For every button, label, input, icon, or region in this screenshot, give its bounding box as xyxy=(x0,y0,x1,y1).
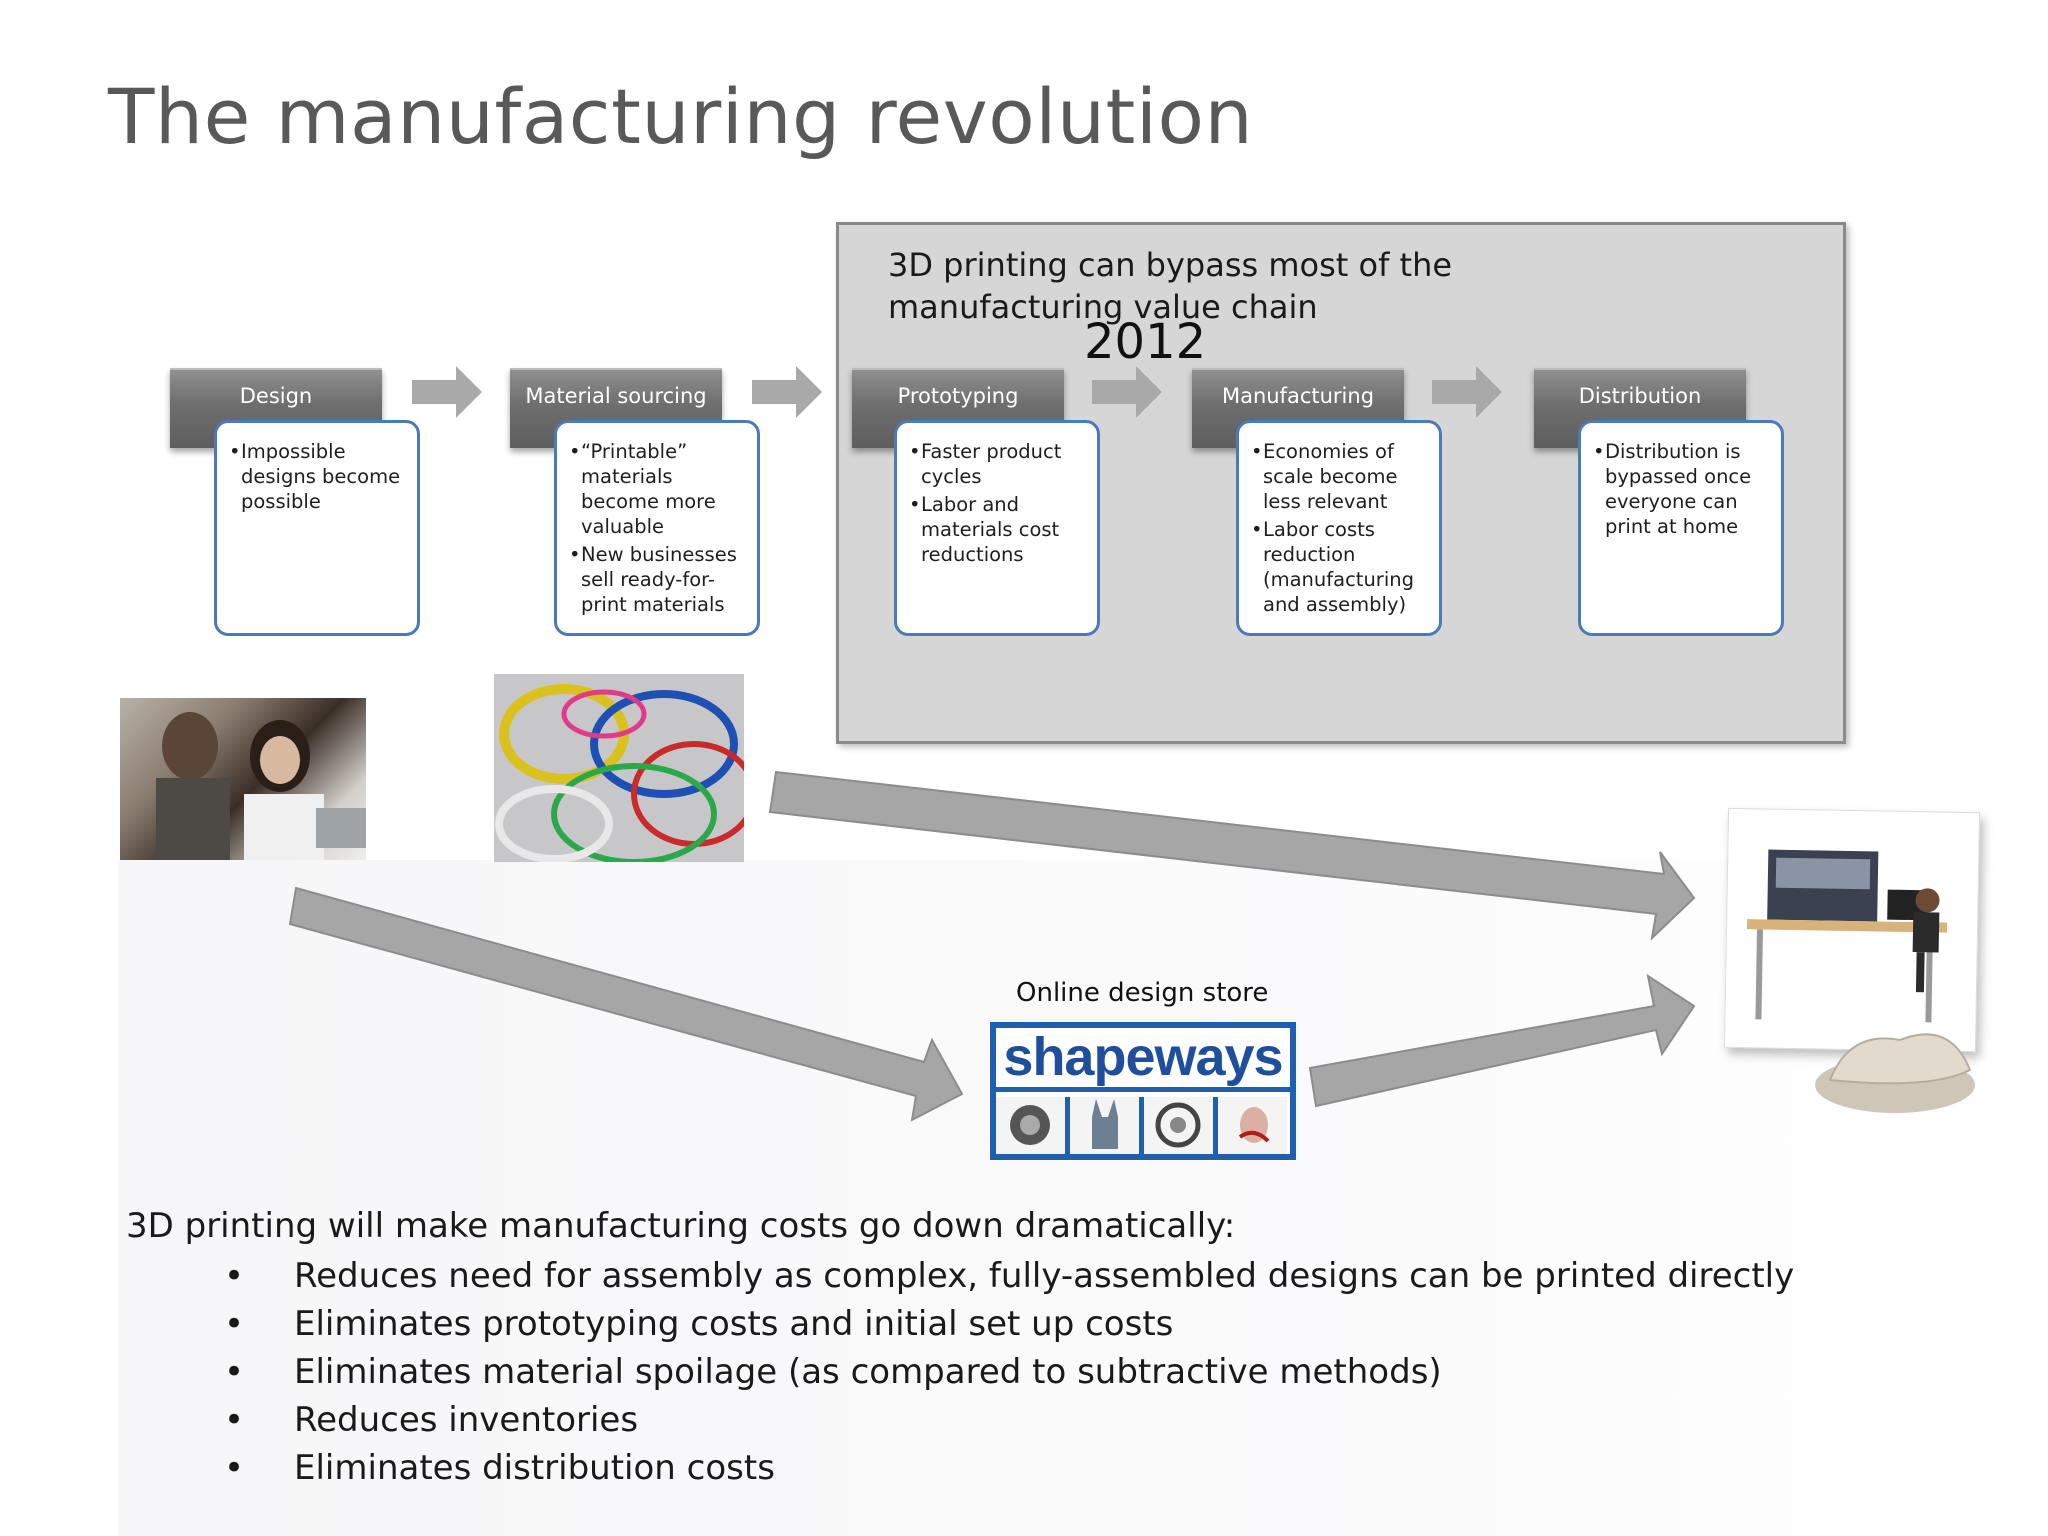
stage-bullet: New businesses sell ready-for-print mate… xyxy=(569,542,749,617)
stage-card-prototyping: Faster product cycles Labor and material… xyxy=(894,420,1100,636)
shapeways-wordmark: shapeways xyxy=(996,1028,1290,1092)
filament-photo xyxy=(494,674,744,862)
stage-card-material-sourcing: “Printable” materials become more valuab… xyxy=(554,420,760,636)
product-thumbnail xyxy=(1070,1097,1144,1154)
summary-bullet-list: Reduces need for assembly as complex, fu… xyxy=(224,1252,1794,1492)
photo-icon xyxy=(495,684,744,862)
stage-bullet: Impossible designs become possible xyxy=(229,439,409,514)
stage-card-manufacturing: Economies of scale become less relevant … xyxy=(1236,420,1442,636)
big-arrow-store-to-printer xyxy=(1308,973,1696,1108)
product-thumbnail xyxy=(1144,1097,1218,1154)
big-arrow-design-to-store xyxy=(288,886,964,1122)
slide-title: The manufacturing revolution xyxy=(108,72,1254,161)
right-arrow-icon xyxy=(1092,366,1162,418)
shapeways-logo: shapeways xyxy=(990,1022,1296,1160)
online-store-label: Online design store xyxy=(1016,978,1269,1008)
big-arrow-materials-to-printer xyxy=(768,770,1696,941)
summary-bullet: Reduces need for assembly as complex, fu… xyxy=(224,1252,1794,1300)
year-label: 2012 xyxy=(1084,314,1207,370)
printer-icon xyxy=(1746,849,1948,1023)
stage-bullet: “Printable” materials become more valuab… xyxy=(569,439,749,539)
summary-bullet: Reduces inventories xyxy=(224,1396,1794,1444)
right-arrow-icon xyxy=(412,366,482,418)
stage-bullet: Labor and materials cost reductions xyxy=(909,492,1089,567)
designers-photo xyxy=(120,698,366,860)
product-thumbnail xyxy=(996,1097,1070,1154)
home-3d-printer-photo xyxy=(1723,807,1981,1053)
stage-bullet: Distribution is bypassed once everyone c… xyxy=(1593,439,1773,539)
summary-bullet: Eliminates distribution costs xyxy=(224,1444,1794,1492)
right-arrow-icon xyxy=(1432,366,1502,418)
photo-icon xyxy=(156,712,366,860)
stage-bullet: Faster product cycles xyxy=(909,439,1089,489)
value-chain-box-title: 3D printing can bypass most of the manuf… xyxy=(888,246,1453,326)
stage-card-design: Impossible designs become possible xyxy=(214,420,420,636)
product-thumbnail xyxy=(1218,1097,1287,1154)
summary-bullet: Eliminates prototyping costs and initial… xyxy=(224,1300,1794,1348)
right-arrow-icon xyxy=(752,366,822,418)
printed-object-photo xyxy=(1815,1033,1975,1113)
stage-bullet: Labor costs reduction (manufacturing and… xyxy=(1251,517,1431,617)
summary-bullet: Eliminates material spoilage (as compare… xyxy=(224,1348,1794,1396)
stage-bullet: Economies of scale become less relevant xyxy=(1251,439,1431,514)
summary-lead: 3D printing will make manufacturing cost… xyxy=(126,1206,1236,1246)
stage-card-distribution: Distribution is bypassed once everyone c… xyxy=(1578,420,1784,636)
